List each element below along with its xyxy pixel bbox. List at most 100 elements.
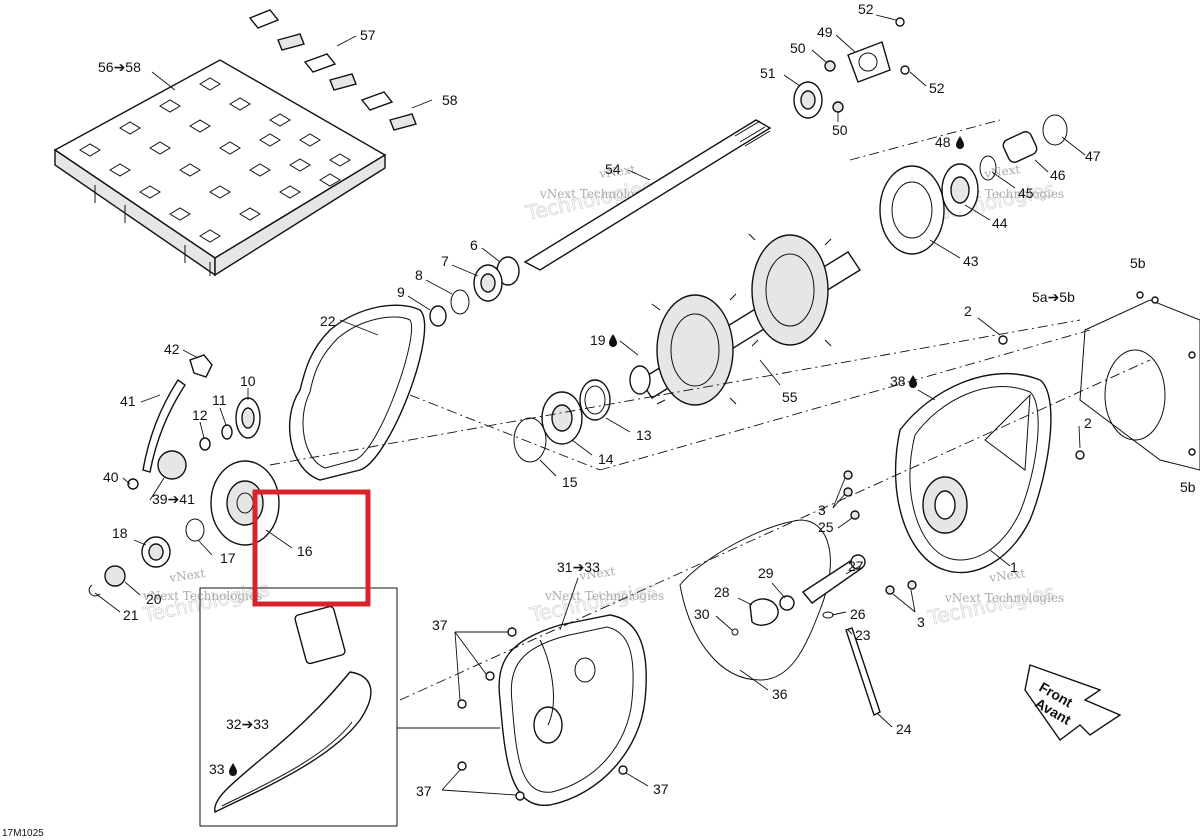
seal-45 bbox=[979, 155, 997, 181]
part-label: 49 bbox=[817, 24, 833, 40]
circlip-15 bbox=[513, 417, 547, 463]
frame-plate-outline bbox=[1079, 299, 1200, 471]
sprocket-right bbox=[751, 234, 829, 346]
bolt-52 bbox=[900, 65, 910, 75]
part-label: 16 bbox=[297, 543, 313, 559]
part-label: 48 bbox=[935, 134, 951, 150]
circlip-8 bbox=[450, 289, 470, 315]
spacer-12 bbox=[199, 437, 211, 451]
part-label: 21 bbox=[123, 607, 139, 623]
part-label: 37 bbox=[432, 617, 448, 633]
highlight-box bbox=[252, 489, 371, 607]
cleat bbox=[329, 73, 357, 91]
part-label: 29 bbox=[758, 565, 774, 581]
part-label: 15 bbox=[562, 474, 578, 490]
part-labels: 56➔58 57 58 52 49 50 51 52 50 54 48 47 4… bbox=[98, 1, 1196, 799]
part-label: 17 bbox=[220, 550, 236, 566]
plug-40 bbox=[127, 478, 139, 490]
nut-50 bbox=[832, 101, 844, 113]
cover-gasket-32 bbox=[214, 671, 372, 814]
watermark-technologies: Technologies bbox=[925, 580, 1057, 630]
part-label: 7 bbox=[441, 253, 449, 269]
bearing-51-bore bbox=[800, 90, 816, 110]
part-label: 23 bbox=[855, 627, 871, 643]
watermark-vnext: vNext bbox=[982, 162, 1021, 181]
part-label: 26 bbox=[850, 606, 866, 622]
part-label: 22 bbox=[320, 313, 336, 329]
nut-20 bbox=[104, 565, 126, 587]
bolt-2 bbox=[1075, 450, 1085, 460]
part-label: 3 bbox=[917, 614, 925, 630]
axle-end bbox=[629, 365, 651, 395]
drop-icon bbox=[956, 136, 964, 149]
front-arrow: Front Avant bbox=[1024, 664, 1122, 741]
part-label: 42 bbox=[164, 341, 180, 357]
washer-11 bbox=[221, 424, 233, 440]
part-label: 8 bbox=[415, 267, 423, 283]
part-label: 43 bbox=[963, 253, 979, 269]
sprocket-teeth bbox=[651, 233, 832, 405]
part-label: 44 bbox=[992, 215, 1008, 231]
bolt-3 bbox=[907, 580, 917, 590]
part-label: 18 bbox=[112, 525, 128, 541]
gear-assembly bbox=[88, 354, 280, 597]
sensor-connector bbox=[294, 605, 346, 665]
part-label: 51 bbox=[760, 65, 776, 81]
drop-icon bbox=[609, 334, 617, 347]
part-label: 3 bbox=[818, 502, 826, 518]
part-label: 46 bbox=[1050, 167, 1066, 183]
sleeve-46 bbox=[1002, 131, 1038, 163]
cleat-parts bbox=[248, 9, 417, 131]
part-label: 55 bbox=[782, 389, 798, 405]
drop-icon bbox=[229, 763, 237, 776]
ring-30 bbox=[731, 628, 739, 636]
part-label: 28 bbox=[714, 584, 730, 600]
chaincase-housing bbox=[843, 335, 1085, 595]
watermark-vnext-technologies: vNext Technologies bbox=[142, 589, 262, 603]
part-label: 33 bbox=[209, 761, 225, 777]
cleat bbox=[248, 9, 280, 29]
part-label: 52 bbox=[858, 1, 874, 17]
bolt-3 bbox=[843, 470, 853, 480]
part-label: 32➔33 bbox=[226, 716, 269, 732]
sprocket-left bbox=[656, 294, 734, 406]
part-label: 52 bbox=[929, 80, 945, 96]
part-label: 5b bbox=[1180, 479, 1196, 495]
leader-lines bbox=[94, 14, 1086, 796]
watermark-vnext: vNext bbox=[167, 566, 206, 585]
seal-9 bbox=[429, 305, 447, 327]
part-label: 41 bbox=[120, 393, 136, 409]
part-label: 30 bbox=[694, 606, 710, 622]
part-label: 38 bbox=[890, 373, 906, 389]
bolt-2 bbox=[998, 335, 1008, 345]
nut-25 bbox=[850, 510, 860, 520]
part-label: 13 bbox=[636, 427, 652, 443]
part-label: 25 bbox=[818, 519, 834, 535]
part-label: 6 bbox=[470, 237, 478, 253]
drive-shaft-assembly bbox=[429, 17, 910, 327]
clip-42 bbox=[189, 354, 213, 378]
cleat bbox=[277, 33, 305, 51]
shaft-splines bbox=[734, 120, 771, 147]
housing-body bbox=[894, 372, 1052, 574]
tube-41 bbox=[142, 379, 186, 473]
o-ring-17 bbox=[185, 518, 205, 542]
part-label: 12 bbox=[192, 407, 208, 423]
bolt-52 bbox=[895, 17, 905, 27]
part-label: 37 bbox=[416, 783, 432, 799]
drop-icon bbox=[909, 375, 917, 388]
cleat bbox=[360, 91, 394, 111]
part-label: 11 bbox=[212, 392, 227, 408]
bolt-3 bbox=[843, 487, 853, 497]
part-label: 27 bbox=[848, 558, 864, 574]
part-label: 5a➔5b bbox=[1032, 289, 1075, 305]
track-plate-edge bbox=[214, 153, 386, 277]
part-label: 10 bbox=[240, 373, 256, 389]
watermark-vnext: vNext bbox=[597, 162, 636, 181]
bearing-plate-49 bbox=[847, 41, 891, 83]
chaincase-cover bbox=[498, 614, 647, 806]
part-label: 19 bbox=[590, 332, 606, 348]
part-label: 20 bbox=[146, 591, 162, 607]
axle-bearings bbox=[513, 379, 611, 463]
